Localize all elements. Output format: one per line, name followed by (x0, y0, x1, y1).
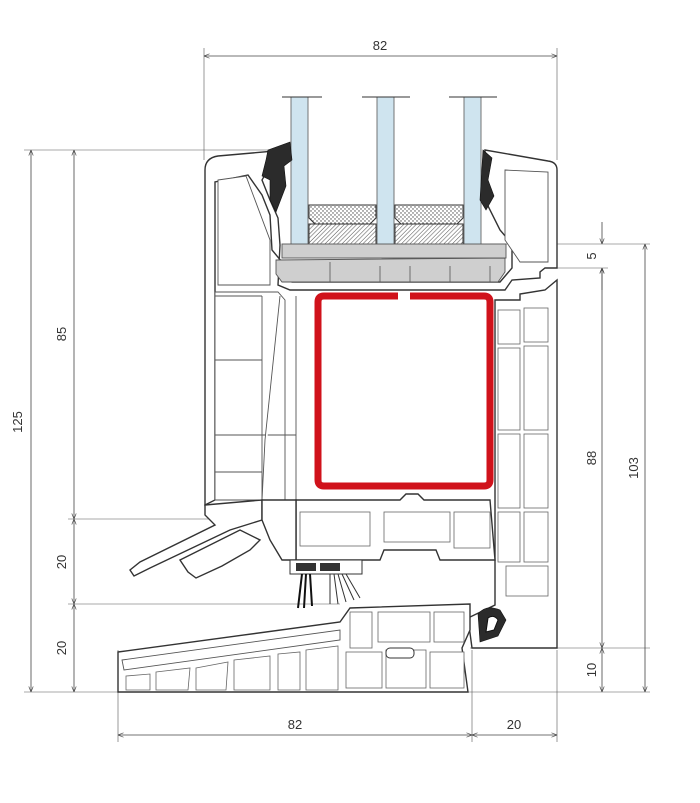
glass-pane-inner (463, 96, 482, 248)
frame-right (467, 278, 558, 649)
dim-left-total: 125 (10, 149, 275, 693)
dim-top-width-label: 82 (373, 38, 387, 53)
dim-right-bottom: 10 (584, 648, 602, 692)
glass-pane-middle (376, 96, 395, 248)
dim-left-upper-label: 85 (54, 327, 69, 341)
dim-left-total-label: 125 (10, 411, 25, 433)
sill-chambers (125, 645, 339, 691)
dim-right-total-label: 103 (626, 457, 641, 479)
glass-pane-outer (290, 96, 309, 248)
gasket-inner (479, 149, 495, 211)
sealant-right (394, 223, 464, 247)
dim-right-total: 103 (465, 244, 650, 693)
gasket-outer (261, 141, 293, 213)
steel-reinforcement (314, 292, 494, 490)
frame-bottom (117, 603, 471, 693)
dim-left-low-label: 20 (54, 641, 69, 655)
dim-left-upper: 85 (54, 150, 210, 520)
dim-bottom-overhang-label: 20 (507, 717, 521, 732)
sill-notch (385, 647, 415, 659)
sash-lower (129, 493, 496, 609)
dim-left-low: 20 (54, 604, 74, 692)
dim-right-glass-offset-label: 5 (584, 252, 599, 259)
dim-right-inner-label: 88 (584, 451, 599, 465)
dim-left-mid-label: 20 (54, 555, 69, 569)
spacer-right (394, 204, 464, 225)
sash-profile (204, 141, 558, 507)
dim-bottom-overhang: 20 (472, 717, 557, 735)
glazing-bead (275, 257, 506, 283)
sealant-left (308, 223, 377, 247)
triple-glazing (282, 96, 497, 248)
brush-seal (289, 559, 363, 609)
dim-top-width: 82 (203, 38, 558, 160)
dim-left-mid: 20 (54, 519, 340, 605)
dim-bottom-frame-label: 82 (288, 717, 302, 732)
spacer-left (308, 204, 377, 225)
dim-right-bottom-label: 10 (584, 663, 599, 677)
